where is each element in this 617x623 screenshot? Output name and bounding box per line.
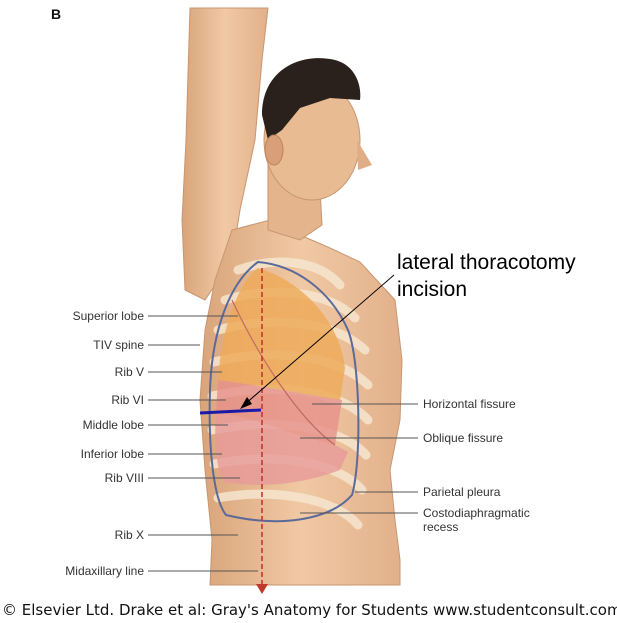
ear (265, 135, 283, 165)
callout-line-1: lateral thoracotomy (397, 249, 576, 276)
label-parietal-pleura: Parietal pleura (423, 485, 500, 499)
panel-letter: B (51, 6, 61, 22)
callout-label: lateral thoracotomy incision (397, 249, 576, 303)
label-oblique-fissure: Oblique fissure (423, 431, 503, 445)
callout-line-2: incision (397, 276, 576, 303)
nose (357, 140, 372, 170)
label-costodiaphragmatic-recess: Costodiaphragmatic recess (423, 506, 530, 534)
label-rib-viii: Rib VIII (14, 471, 144, 485)
label-rib-x: Rib X (14, 528, 144, 542)
label-midaxillary-line: Midaxillary line (14, 564, 144, 578)
label-rib-v: Rib V (14, 365, 144, 379)
credit-line: © Elsevier Ltd. Drake et al: Gray's Anat… (2, 601, 617, 619)
label-inferior-lobe: Inferior lobe (14, 447, 144, 461)
arrow-head-icon (256, 584, 268, 594)
label-superior-lobe: Superior lobe (14, 309, 144, 323)
label-tiv-spine: TIV spine (14, 338, 144, 352)
label-horizontal-fissure: Horizontal fissure (423, 397, 516, 411)
label-rib-vi: Rib VI (14, 393, 144, 407)
label-middle-lobe: Middle lobe (14, 418, 144, 432)
